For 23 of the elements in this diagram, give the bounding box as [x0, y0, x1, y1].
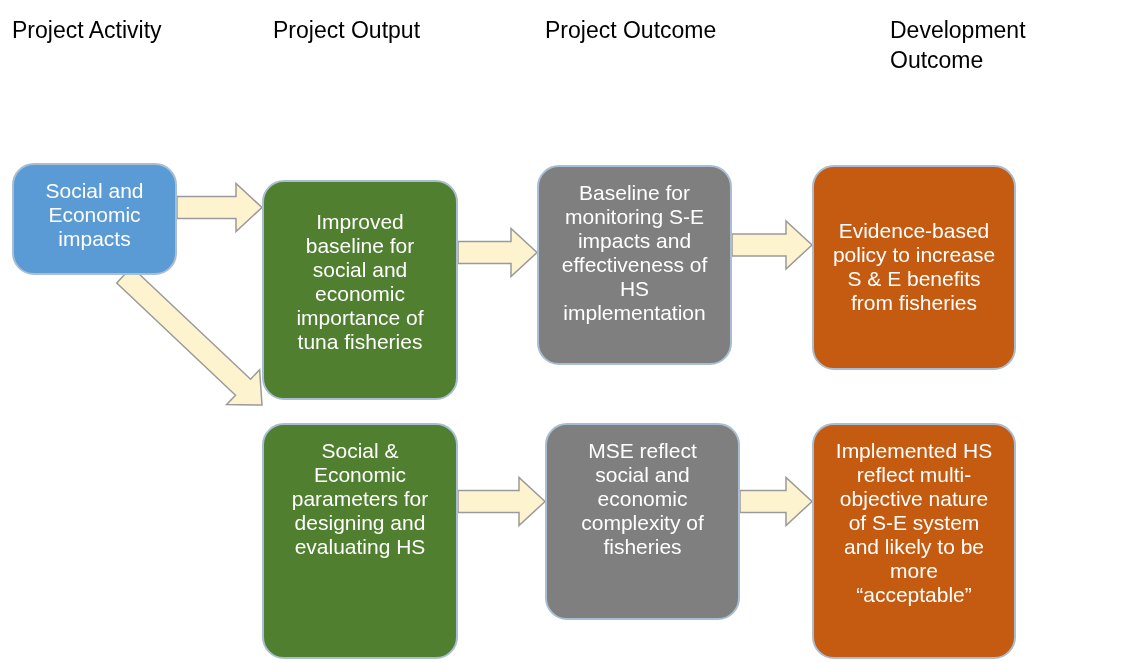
- column-heading: Development Outcome: [890, 16, 1027, 75]
- block-arrow: [731, 219, 814, 271]
- box-text: Implemented HS reflect multi-objective nature of S-E system and likely to be more “acceptable”: [834, 439, 994, 607]
- column-heading: Project Outcome: [545, 16, 718, 45]
- box-text: Social and Economic impacts: [44, 179, 145, 251]
- box-text: Improved baseline for social and economic importance of tuna fisheries: [295, 210, 425, 354]
- rounded-box: [545, 423, 740, 620]
- rounded-box: [812, 423, 1016, 659]
- box-text: Baseline for monitoring S-E impacts and effectiveness of HS implementation: [560, 181, 709, 325]
- rounded-box: [812, 165, 1016, 370]
- block-arrow: [739, 475, 814, 528]
- block-arrow: [457, 226, 539, 279]
- rounded-box: [537, 165, 732, 365]
- column-heading: Project Activity: [12, 16, 163, 45]
- box-text: Evidence-based policy to increase S & E benefits from fisheries: [831, 219, 997, 315]
- block-arrow: [457, 475, 547, 528]
- box-text: Social & Economic parameters for designing and evaluating HS: [290, 439, 430, 559]
- rounded-box: [262, 423, 458, 659]
- column-heading: Project Output: [273, 16, 422, 45]
- box-text: MSE reflect social and economic complexity of fisheries: [580, 439, 705, 559]
- rounded-box: [12, 163, 177, 275]
- block-arrow: [176, 181, 264, 234]
- rounded-box: [262, 180, 458, 400]
